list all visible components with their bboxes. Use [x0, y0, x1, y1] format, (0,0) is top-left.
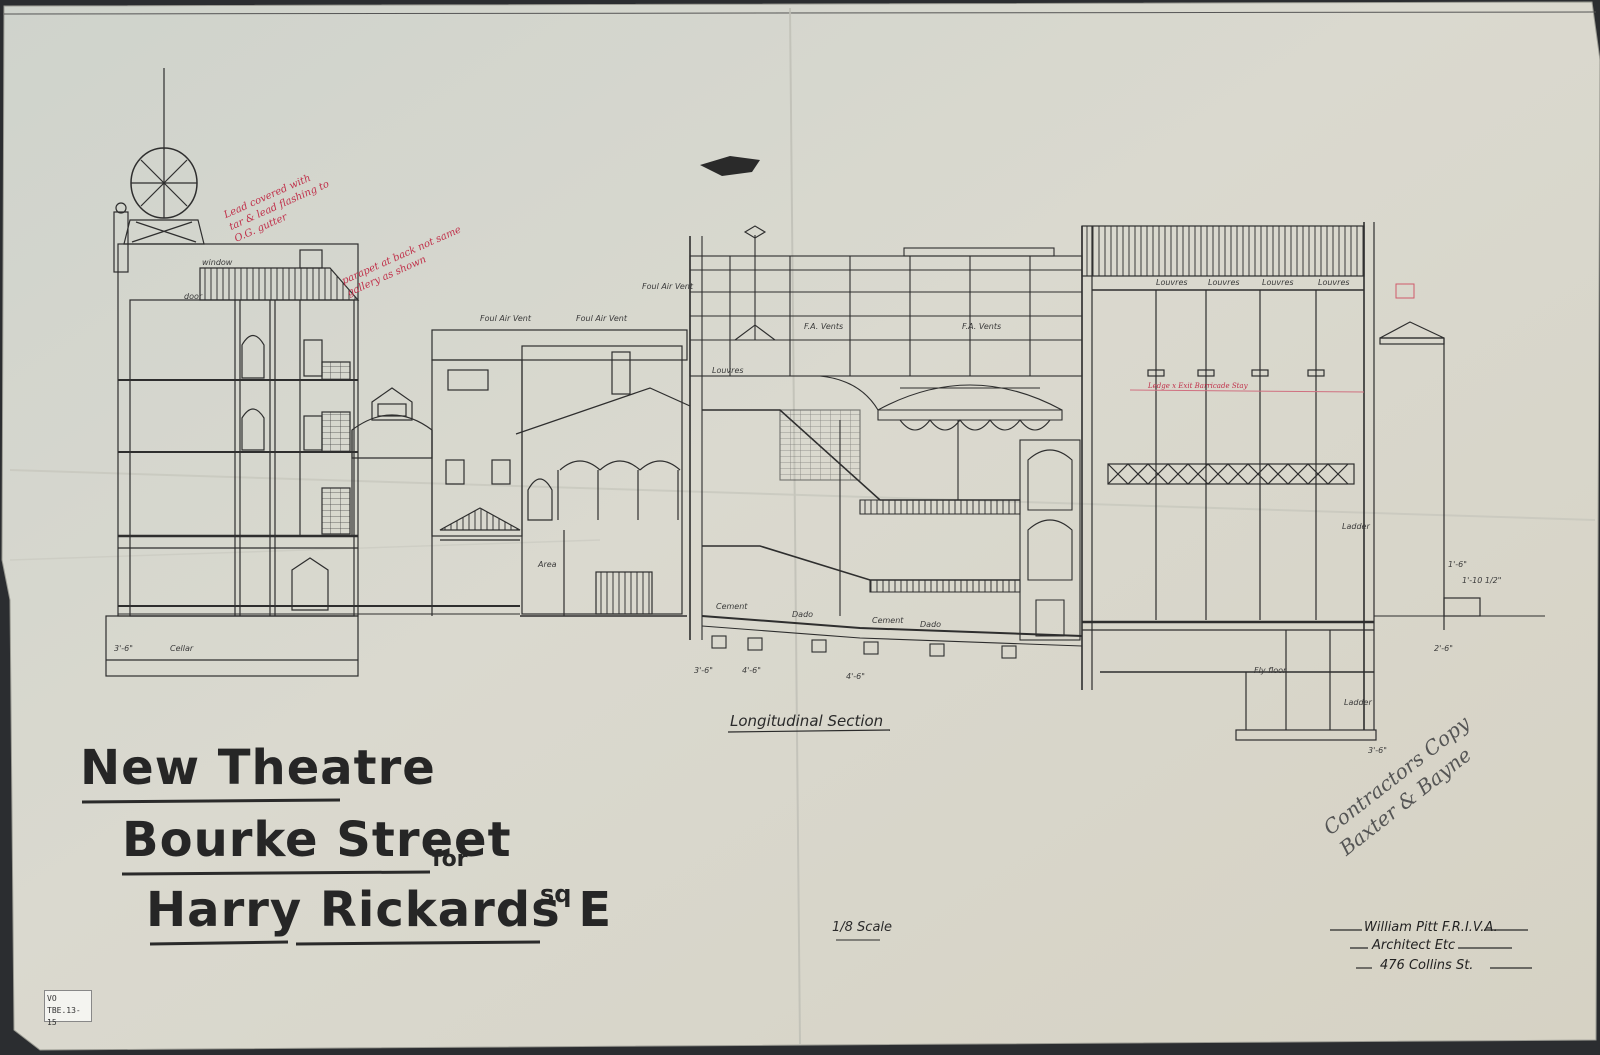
dim-4-6: 4'-6" [742, 666, 761, 675]
dim-3-6-c: 3'-6" [1368, 746, 1387, 755]
drawing-label: Longitudinal Section [730, 712, 884, 730]
label-window: window [202, 258, 233, 267]
dim-4-6-b: 4'-6" [846, 672, 865, 681]
architect-name: William Pitt F.R.I.V.A. [1364, 920, 1498, 935]
archive-stamp: VO TBE.13-15 [44, 990, 92, 1027]
title-line-2: Bourke Street [122, 812, 512, 868]
label-foul-air-vent-1: Foul Air Vent [480, 314, 531, 323]
label-cellar: Cellar [170, 644, 194, 653]
dim-3-6-a: 3'-6" [114, 644, 133, 653]
title-line-2-suffix: for [432, 847, 468, 872]
title-line-1: New Theatre [80, 740, 436, 796]
red-note-exit: Ledge x Exit Barricade Stay [1148, 382, 1248, 390]
label-fa-vents: F.A. Vents [804, 322, 844, 331]
label-louvres-4: Louvres [1318, 278, 1350, 287]
dim-3-6-b: 3'-6" [694, 666, 713, 675]
stage-section [1081, 222, 1545, 741]
scale-label: 1/8 Scale [832, 920, 893, 935]
label-louvres-1: Louvres [1156, 278, 1188, 287]
label-foul-air-vent-2: Foul Air Vent [576, 314, 627, 323]
title-line-3: Harry Rickards E [146, 882, 613, 938]
dim-1-10-half: 1'-10 1/2" [1462, 576, 1502, 585]
auditorium-section [689, 225, 1083, 659]
foyer-section [351, 329, 691, 617]
label-cement-2: Cement [872, 616, 904, 625]
label-louvres-3: Louvres [1262, 278, 1294, 287]
title-line-3-suffix: sq [540, 880, 572, 908]
stamp-line-1: VO [47, 994, 57, 1003]
red-mark [1395, 283, 1415, 299]
stamp-line-2: TBE.13-15 [47, 1006, 81, 1027]
label-cement: Cement [716, 602, 748, 611]
label-louvres-2: Louvres [1208, 278, 1240, 287]
label-door: door [184, 292, 203, 301]
ink-mark [700, 156, 760, 176]
label-ladder-2: Ladder [1344, 698, 1372, 707]
front-building [105, 68, 520, 677]
label-fly-floor: Fly floor [1254, 666, 1287, 675]
dim-2-6: 2'-6" [1434, 644, 1453, 653]
label-dado-2: Dado [920, 620, 942, 629]
dim-1-6: 1'-6" [1448, 560, 1467, 569]
label-fa-vents-2: F.A. Vents [962, 322, 1002, 331]
architect-title: Architect Etc [1372, 938, 1456, 953]
architect-address: 476 Collins St. [1380, 958, 1474, 973]
label-dado: Dado [792, 610, 814, 619]
label-ladder: Ladder [1342, 522, 1370, 531]
label-louvres-5: Louvres [712, 366, 744, 375]
label-area: Area [538, 560, 557, 569]
label-foul-air-vent-3: Foul Air Vent [642, 282, 693, 291]
